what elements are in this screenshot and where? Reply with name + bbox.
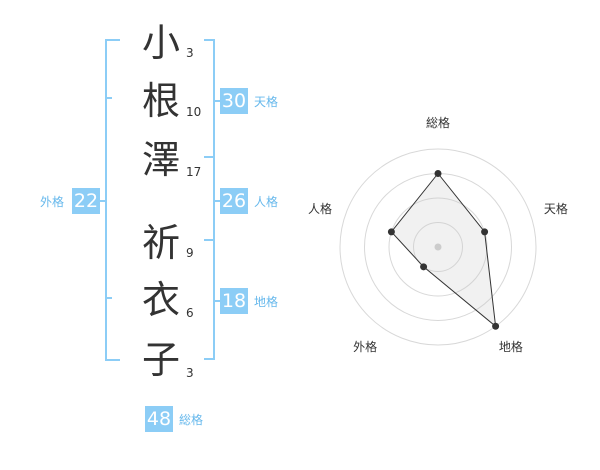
stroke-count-4: 9 — [186, 246, 194, 260]
gaikaku-value: 22 — [72, 188, 100, 214]
radar-ring-4 — [339, 148, 537, 346]
soukaku-label: 総格 — [179, 413, 204, 427]
name-char-3: 澤 — [141, 138, 180, 182]
radar-ring-1 — [413, 222, 463, 272]
radar-ring-2 — [388, 197, 488, 297]
name-char-1: 小 — [141, 21, 180, 65]
name-char-5: 衣 — [141, 278, 180, 322]
soukaku-value: 48 — [145, 406, 173, 432]
radar-axis-label-2: 天格 — [543, 201, 568, 216]
radar-axis-label-1: 総格 — [425, 116, 450, 130]
name-char-4: 祈 — [141, 221, 180, 265]
stroke-count-6: 3 — [186, 366, 194, 380]
radar-axis-label-4: 外格 — [353, 340, 378, 355]
radar-center-dot — [434, 243, 442, 251]
radar-point-5 — [387, 228, 395, 236]
radar-axis-label-3: 地格 — [498, 340, 523, 355]
radar-point-4 — [420, 263, 428, 271]
radar-points — [387, 170, 500, 330]
chikaku-bracket — [204, 239, 215, 360]
tenkaku-label: 天格 — [254, 95, 279, 109]
stroke-count-1: 3 — [186, 46, 194, 60]
radar-point-1 — [434, 170, 442, 177]
jinkaku-value: 26 — [220, 188, 248, 214]
radar-point-2 — [481, 228, 489, 236]
stroke-count-2: 10 — [186, 105, 202, 119]
radar-rings — [339, 148, 537, 346]
stroke-count-5: 6 — [186, 306, 194, 320]
chikaku-label: 地格 — [254, 295, 279, 309]
name-char-6: 子 — [141, 338, 180, 382]
radar-axis-label-5: 人格 — [308, 201, 333, 216]
gaikaku-label: 外格 — [40, 195, 65, 209]
jinkaku-label: 人格 — [254, 195, 279, 209]
tenkaku-value: 30 — [220, 88, 248, 114]
chikaku-value: 18 — [220, 288, 248, 314]
radar-polygon — [390, 172, 497, 328]
name-char-2: 根 — [141, 79, 180, 123]
radar-point-3 — [492, 322, 500, 330]
stroke-count-3: 17 — [186, 165, 202, 179]
